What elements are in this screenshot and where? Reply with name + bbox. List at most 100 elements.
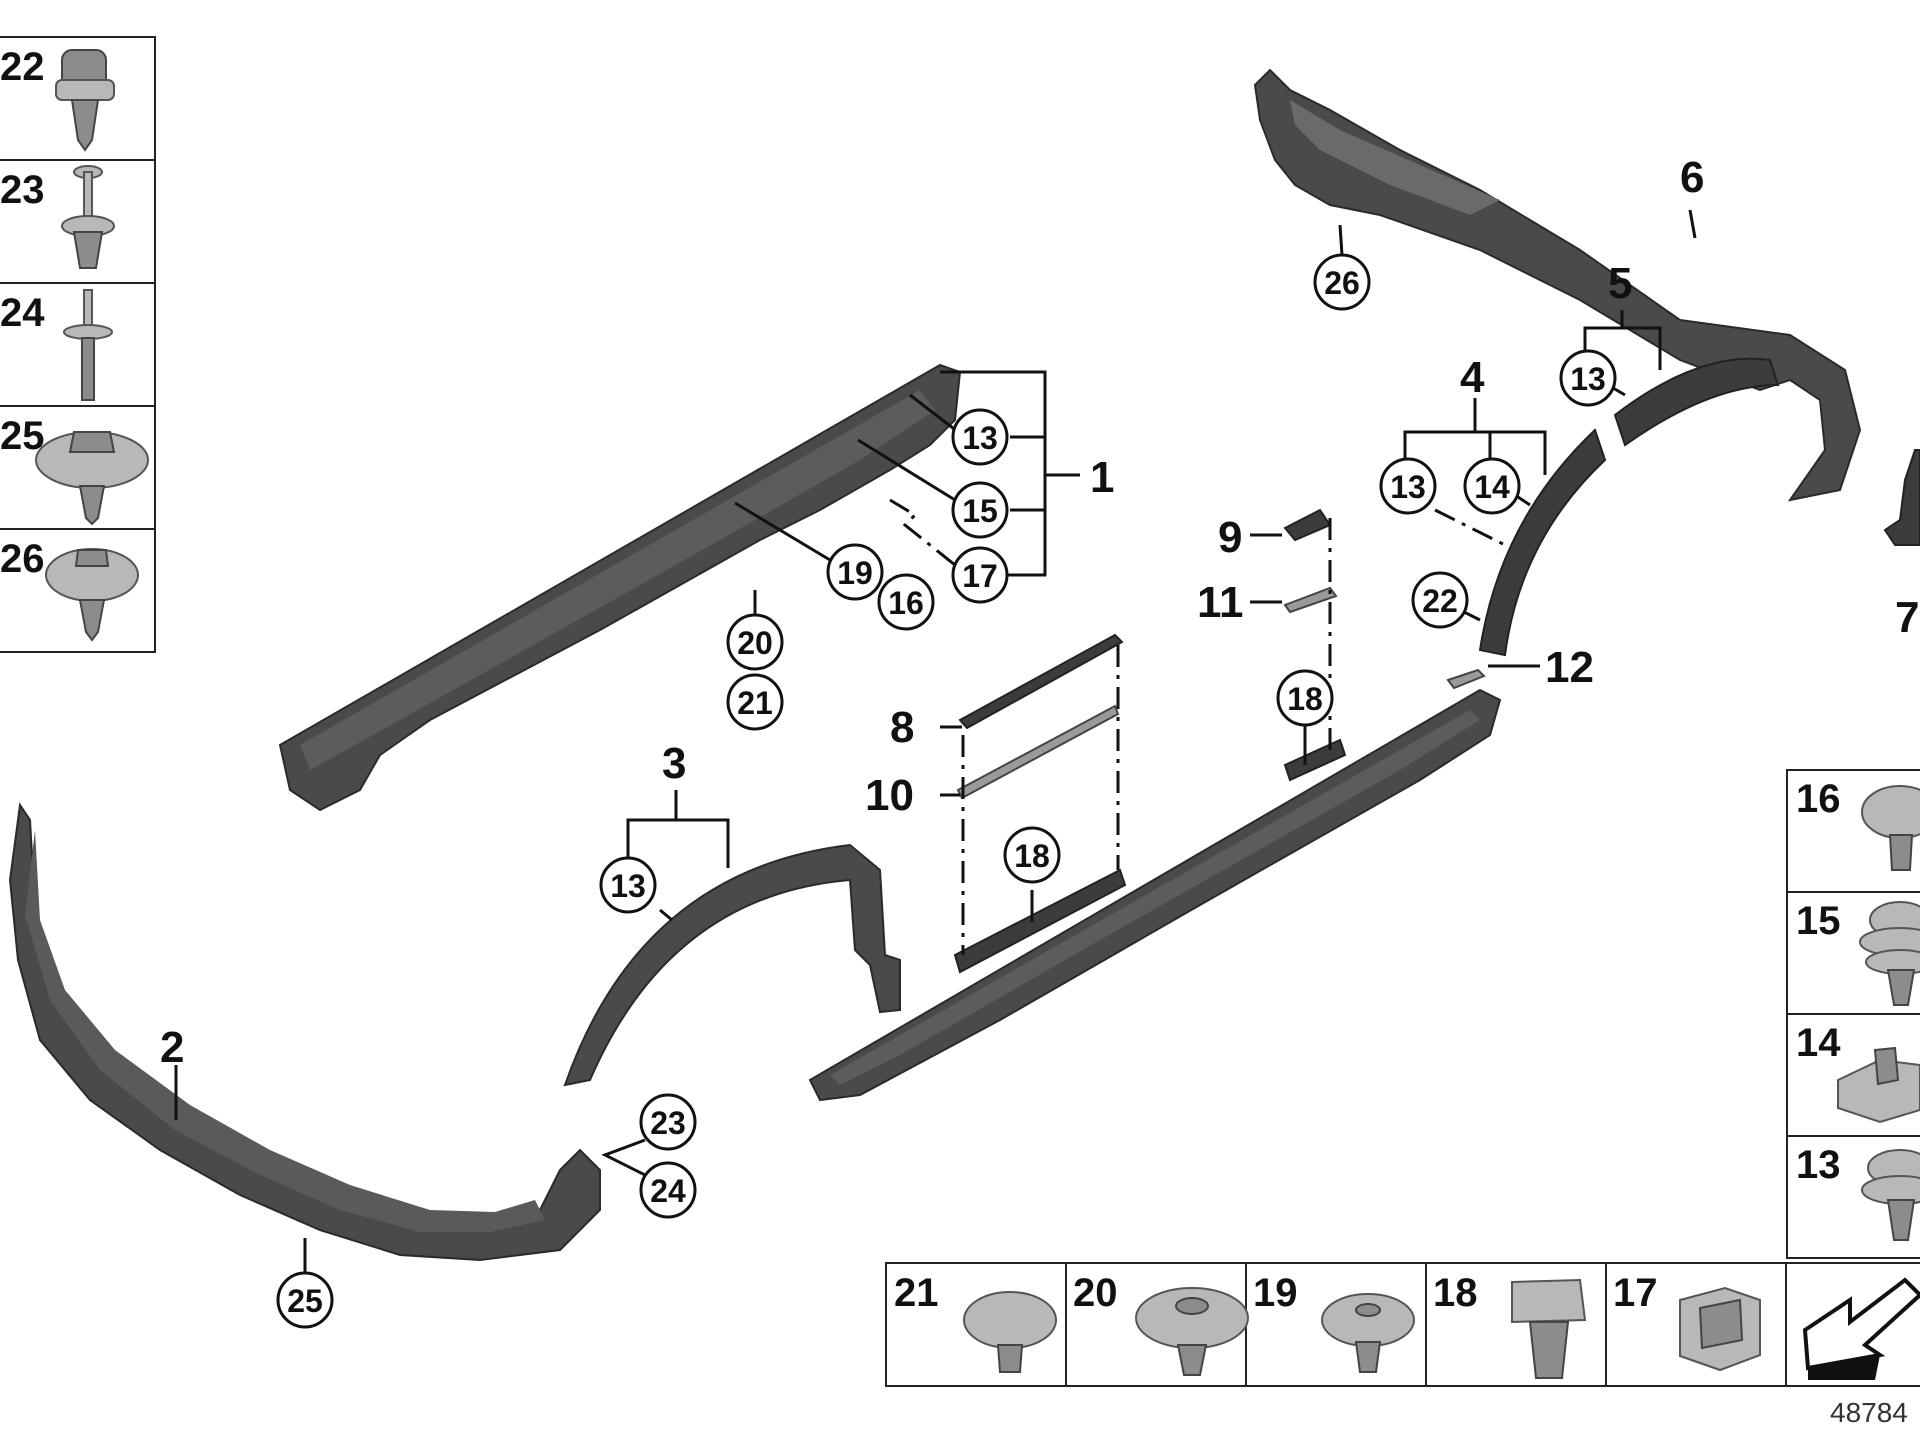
circled-callout-23: 23	[639, 1093, 697, 1151]
front-bumper-inner	[25, 830, 545, 1232]
callout-12: 12	[1545, 643, 1594, 692]
front-wheel-arch-trim	[563, 843, 901, 1087]
circled-callout-18-b-text: 18	[1014, 838, 1050, 874]
circled-callout-25-text: 25	[287, 1283, 323, 1319]
legend-label-15: 15	[1796, 899, 1841, 943]
pin-24-icon	[63, 289, 113, 401]
legend-left: 22 23 24 25 26	[0, 36, 156, 653]
bracket-small	[1283, 508, 1332, 542]
leader-13-a	[909, 393, 959, 434]
circled-callout-23-text: 23	[650, 1105, 686, 1141]
legend-right: 16 15 14 13	[1786, 769, 1920, 1259]
circled-callout-15-a: 15	[951, 481, 1009, 539]
rear-wheel-arch-trim	[1613, 357, 1780, 447]
circled-callout-21-text: 21	[737, 685, 773, 721]
leader-1	[940, 370, 1080, 577]
legend-label-19: 19	[1253, 1271, 1298, 1315]
leader-13-c	[1434, 508, 1506, 547]
callout-10: 10	[865, 771, 914, 820]
circled-callout-18-a: 18	[1276, 669, 1334, 727]
circled-callout-20: 20	[726, 613, 784, 671]
plate-small	[1283, 586, 1338, 614]
lower-sill-bracket	[953, 868, 1127, 974]
circled-callout-16-a: 16	[877, 573, 935, 631]
callout-11: 11	[1197, 578, 1244, 627]
circled-callout-25: 25	[276, 1271, 334, 1329]
circled-callout-22-text: 22	[1422, 583, 1458, 619]
legend-label-16: 16	[1796, 777, 1841, 821]
clip-17-icon	[1679, 1286, 1761, 1372]
nut-19-icon	[1321, 1293, 1415, 1373]
bracket-strip	[956, 704, 1120, 800]
leader-4	[1403, 398, 1547, 475]
nut-25-icon	[35, 431, 149, 526]
circled-callout-21: 21	[726, 673, 784, 731]
circled-callout-13-a-text: 13	[962, 420, 998, 456]
circled-callout-14: 14	[1463, 457, 1521, 515]
circled-callout-14-text: 14	[1474, 469, 1510, 505]
leader-17-a	[889, 498, 956, 567]
circled-callout-13-a: 13	[951, 408, 1009, 466]
clip-18-icon	[1511, 1278, 1587, 1379]
circled-callout-13-c: 13	[1379, 457, 1437, 515]
legend-label-21: 21	[894, 1271, 939, 1315]
screw-22-icon	[55, 49, 115, 152]
leader-15-a	[857, 438, 956, 502]
circled-callout-18-b: 18	[1003, 826, 1061, 884]
clip-21-icon	[963, 1291, 1057, 1373]
legend-label-17: 17	[1613, 1271, 1658, 1315]
callout-1: 1	[1090, 453, 1114, 502]
circled-callout-15-a-text: 15	[962, 493, 998, 529]
circled-callout-13-b: 13	[1559, 349, 1617, 407]
legend-label-20: 20	[1073, 1271, 1118, 1315]
circled-callout-24: 24	[639, 1161, 697, 1219]
callout-4: 4	[1460, 353, 1485, 402]
circled-callout-26-b-text: 26	[1324, 265, 1360, 301]
callout-9: 9	[1218, 513, 1242, 562]
reference-number: 48784	[1830, 1397, 1908, 1428]
circled-callout-13-d: 13	[599, 856, 657, 914]
clip-13-icon	[1861, 1149, 1920, 1241]
legend-bottom: 21 20 19 18 17	[885, 1262, 1920, 1387]
callout-5: 5	[1608, 259, 1632, 308]
callout-6: 6	[1680, 153, 1704, 202]
rear-bumper-highlight	[1290, 100, 1500, 215]
clip-16-icon	[1861, 785, 1920, 871]
leader-26	[1338, 224, 1344, 256]
side-sill-lower-face	[830, 710, 1480, 1085]
circled-callout-13-b-text: 13	[1570, 361, 1606, 397]
clip-15-icon	[1859, 901, 1920, 1006]
legend-label-25: 25	[0, 414, 45, 458]
callout-8: 8	[890, 703, 914, 752]
leader-3	[626, 790, 730, 922]
circled-callout-17-a: 17	[951, 546, 1009, 604]
circled-callout-13-c-text: 13	[1390, 469, 1426, 505]
side-sill-upper-face	[300, 390, 935, 770]
legend-label-14: 14	[1796, 1021, 1841, 1065]
nut-20-icon	[1135, 1287, 1249, 1376]
legend-label-23: 23	[0, 168, 45, 212]
legend-label-26: 26	[0, 537, 45, 581]
legend-label-22: 22	[0, 45, 45, 89]
circled-callout-26-b: 26	[1313, 253, 1371, 311]
clip-14-icon	[1837, 1046, 1920, 1124]
circled-callout-19-a-text: 19	[837, 555, 873, 591]
leader-19-a	[734, 501, 831, 562]
rivet-23-icon	[61, 165, 115, 269]
seal-strip	[1446, 668, 1486, 690]
callout-2: 2	[160, 1023, 184, 1072]
leader-23-24	[601, 1138, 646, 1177]
nut-26-icon	[45, 548, 139, 642]
circled-callout-20-text: 20	[737, 625, 773, 661]
circled-callout-22: 22	[1411, 571, 1469, 629]
circled-callout-18-a-text: 18	[1287, 681, 1323, 717]
circled-callout-17-a-text: 17	[962, 558, 998, 594]
rear-wheel-arch-lower	[1478, 428, 1607, 657]
circled-callout-13-d-text: 13	[610, 868, 646, 904]
callout-3: 3	[662, 739, 686, 788]
sill-plate	[958, 633, 1124, 730]
legend-label-24: 24	[0, 291, 45, 335]
leader-6	[1688, 209, 1697, 239]
location-arrow-icon	[1802, 1277, 1920, 1380]
